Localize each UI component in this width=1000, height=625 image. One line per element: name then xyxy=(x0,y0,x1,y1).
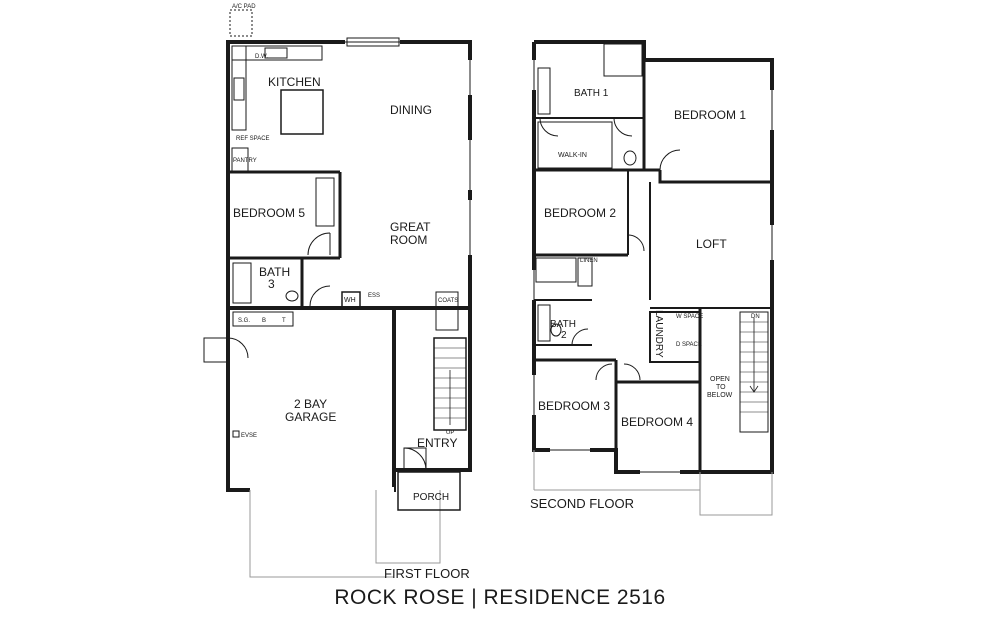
up-label: UP xyxy=(446,430,454,436)
residence-name: RESIDENCE 2516 xyxy=(483,586,666,609)
community-name: ROCK ROSE xyxy=(334,586,465,609)
porch xyxy=(397,471,461,511)
kitchen-sink xyxy=(264,47,288,59)
shelf-label-b: B xyxy=(262,318,266,324)
bath3-label-1: BATH xyxy=(259,265,290,279)
walk-in-closet xyxy=(537,121,613,169)
first-floor-stairs xyxy=(433,337,467,431)
ess-label: ESS xyxy=(368,293,380,299)
cooktop xyxy=(233,77,245,101)
wh-label: WH xyxy=(344,297,356,304)
garage-storage xyxy=(232,311,294,327)
bedroom3-label: BEDROOM 3 xyxy=(538,399,610,413)
linen-label: LINEN xyxy=(580,258,598,264)
linen-closet xyxy=(577,257,593,287)
ref-space-label: REF SPACE xyxy=(236,136,270,142)
evse-outlet xyxy=(232,430,240,438)
bedroom2-label: BEDROOM 2 xyxy=(544,206,616,220)
bedroom1-label: BEDROOM 1 xyxy=(674,108,746,122)
bath2-vanity xyxy=(537,304,551,342)
great-room-label-2: ROOM xyxy=(390,233,427,247)
dining-label: DINING xyxy=(390,103,432,117)
first-floor-plan xyxy=(203,9,473,578)
entry-walls xyxy=(392,290,472,472)
open-label-1: OPEN xyxy=(710,376,730,383)
bath2-label-1: BATH xyxy=(550,319,576,330)
d-space-label: D SPACE xyxy=(676,342,702,348)
open-label-2: TO xyxy=(716,384,726,391)
second-floor-plan xyxy=(531,40,775,516)
bath3-label-2: 3 xyxy=(268,277,275,291)
coats-closet xyxy=(435,291,459,331)
bath3-toilet xyxy=(285,290,299,302)
bedroom5-label: BEDROOM 5 xyxy=(233,206,305,220)
shelf-label-c: T xyxy=(282,318,286,324)
great-room-label-1: GREAT xyxy=(390,220,431,234)
second-floor-label: SECOND FLOOR xyxy=(530,496,634,511)
ac-pad-label: A/C PAD xyxy=(232,4,256,10)
title-separator: | xyxy=(471,586,478,609)
plan-title: ROCK ROSE | RESIDENCE 2516 xyxy=(0,586,1000,610)
driveway xyxy=(249,490,394,578)
kitchen-island xyxy=(280,89,324,135)
walk-in-label: WALK-IN xyxy=(558,152,587,159)
second-floor-labels: BATH 1 BEDROOM 1 WALK-IN BEDROOM 2 LOFT … xyxy=(530,88,760,511)
pantry-label: PANTRY xyxy=(233,158,257,164)
porch-label: PORCH xyxy=(413,492,449,503)
bath3-shower xyxy=(232,262,252,304)
w-space-label: W SPACE xyxy=(676,314,703,320)
shelf-label-a: S.G. xyxy=(238,318,250,324)
dining-slider-door xyxy=(346,37,400,47)
bath1-shower xyxy=(603,43,643,77)
laundry-label: LAUNDRY xyxy=(653,310,664,358)
ac-pad-outline xyxy=(229,9,253,37)
bath1-toilet xyxy=(623,150,637,166)
bedroom4-label: BEDROOM 4 xyxy=(621,415,693,429)
loft-label: LOFT xyxy=(696,237,727,251)
water-heater xyxy=(341,291,361,309)
first-floor-label: FIRST FLOOR xyxy=(384,566,470,581)
dn-label: DN xyxy=(751,314,760,320)
coats-label: COATS xyxy=(438,298,458,304)
bath1-vanity xyxy=(537,67,551,115)
garage-label-1: 2 BAY xyxy=(294,397,327,411)
open-label-3: BELOW xyxy=(707,392,733,399)
first-floor-labels: A/C PAD D.W. REF SPACE PANTRY KITCHEN DI… xyxy=(232,4,470,581)
bedroom5-closet xyxy=(315,177,335,227)
bath2-label-2: 2 xyxy=(561,330,567,341)
bath1-label: BATH 1 xyxy=(574,88,609,99)
kitchen-label: KITCHEN xyxy=(268,75,321,89)
garage-label-2: GARAGE xyxy=(285,410,336,424)
bath2-tub xyxy=(535,257,577,283)
evse-label: EVSE xyxy=(241,433,257,439)
dw-label: D.W. xyxy=(255,54,268,60)
entry-label: ENTRY xyxy=(417,436,457,450)
